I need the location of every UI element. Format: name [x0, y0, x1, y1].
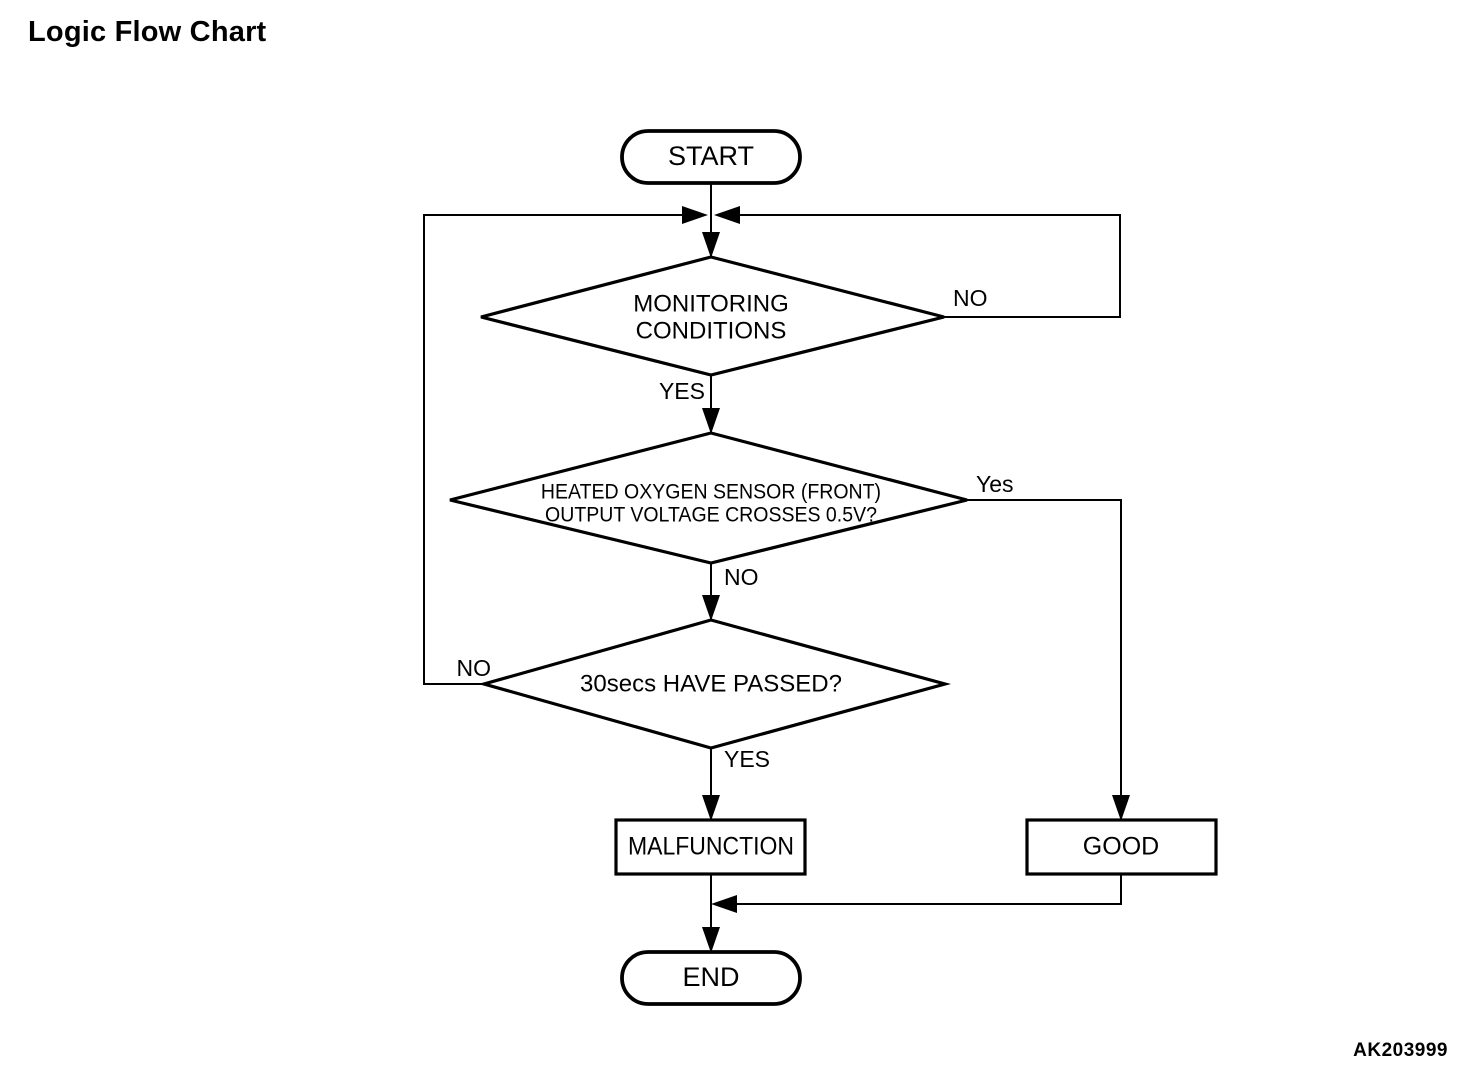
node-good[interactable]: GOOD — [1025, 818, 1218, 876]
node-30secs-have-passed[interactable]: 30secs HAVE PASSED? — [478, 618, 952, 750]
node-timer-label: 30secs HAVE PASSED? — [580, 670, 842, 697]
watermark-code: AK203999 — [1353, 1040, 1448, 1061]
edge-label-timer-no: NO — [457, 655, 492, 681]
node-monitoring-label-line1: MONITORING — [633, 290, 789, 317]
edge-label-o2-yes: Yes — [976, 471, 1014, 497]
edge-malfunction-to-end — [702, 874, 720, 953]
node-malfunction[interactable]: MALFUNCTION — [614, 818, 807, 876]
edge-good-to-end-merge — [711, 874, 1122, 913]
edge-timer-no-loop — [423, 206, 708, 685]
node-o2-label-line1: HEATED OXYGEN SENSOR (FRONT) — [541, 481, 881, 504]
node-heated-oxygen-sensor[interactable]: HEATED OXYGEN SENSOR (FRONT) OUTPUT VOLT… — [449, 431, 968, 565]
edge-label-o2-no: NO — [724, 564, 759, 590]
page-title: Logic Flow Chart — [28, 16, 267, 48]
node-end[interactable]: END — [620, 950, 802, 1006]
node-malfunction-label: MALFUNCTION — [628, 833, 794, 861]
node-end-label: END — [682, 962, 739, 992]
node-o2-label-line2: OUTPUT VOLTAGE CROSSES 0.5V? — [545, 504, 877, 527]
node-monitoring-label-line2: CONDITIONS — [636, 317, 787, 344]
node-start[interactable]: START — [620, 129, 802, 185]
edge-start-to-monitoring — [702, 183, 720, 258]
node-monitoring-conditions[interactable]: MONITORING CONDITIONS — [480, 255, 945, 377]
node-good-label: GOOD — [1083, 833, 1159, 861]
node-start-label: START — [668, 141, 754, 171]
edge-timer-yes-to-malfunction — [702, 748, 720, 821]
edge-monitoring-yes-to-o2 — [702, 375, 720, 434]
edge-o2-no-to-timer — [702, 563, 720, 621]
edge-label-monitoring-yes: YES — [659, 378, 705, 404]
edge-label-monitoring-no: NO — [953, 285, 988, 311]
edge-monitoring-no-loop — [714, 206, 1121, 318]
edge-label-timer-yes: YES — [724, 746, 770, 772]
edge-o2-yes-to-good — [967, 499, 1130, 821]
